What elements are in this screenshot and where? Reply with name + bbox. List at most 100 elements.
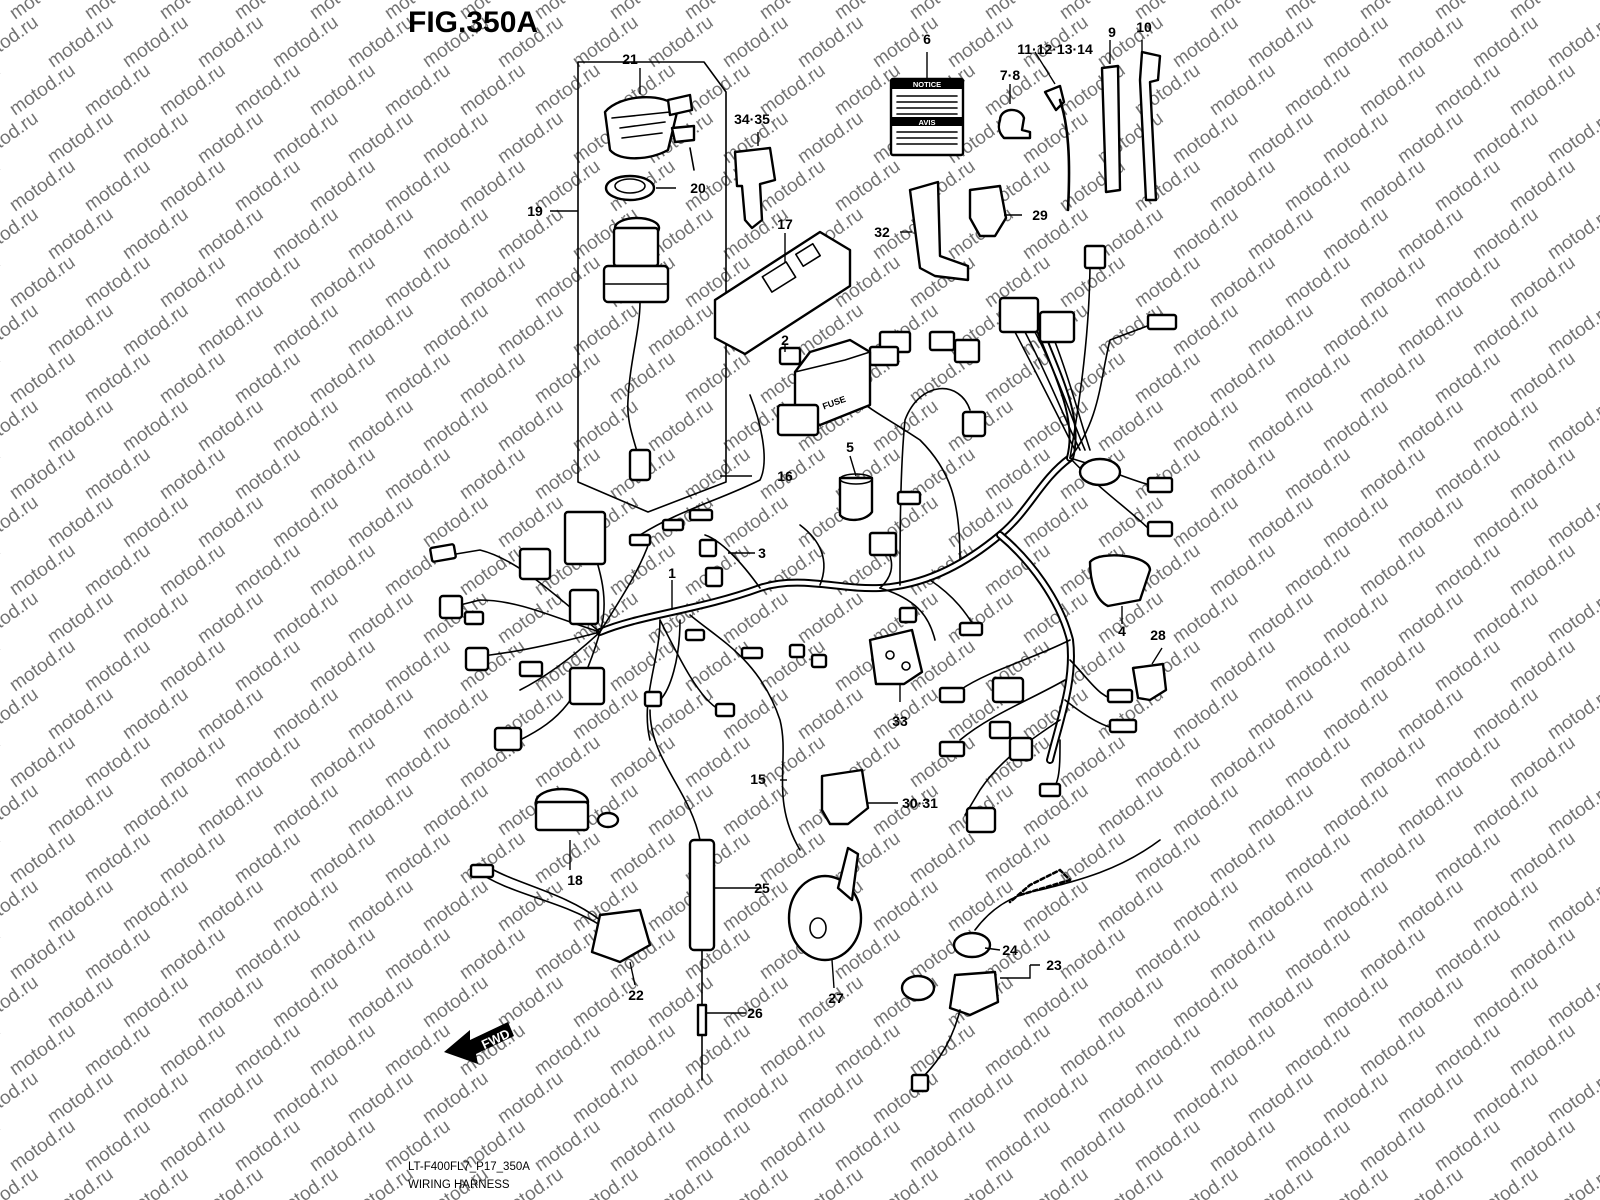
watermark-text: motod.ru <box>119 588 192 648</box>
watermark-text: motod.ru <box>1131 444 1204 504</box>
watermark-text: motod.ru <box>494 108 567 168</box>
watermark-text: motod.ru <box>1356 732 1429 792</box>
watermark-text: motod.ru <box>1281 828 1354 888</box>
callout-c24: 24 <box>1002 942 1018 958</box>
watermark-text: motod.ru <box>456 348 529 408</box>
callout-c10: 10 <box>1136 19 1152 35</box>
watermark-text: motod.ru <box>344 588 417 648</box>
callout-c3: 3 <box>758 545 766 561</box>
watermark-text: motod.ru <box>1356 924 1429 984</box>
watermark-text: motod.ru <box>1544 684 1600 744</box>
watermark-text: motod.ru <box>1356 828 1429 888</box>
watermark-text: motod.ru <box>6 636 79 696</box>
callout-c17: 17 <box>777 216 793 232</box>
watermark-text: motod.ru <box>81 924 154 984</box>
watermark-text: motod.ru <box>44 108 117 168</box>
watermark-text: motod.ru <box>1319 108 1392 168</box>
watermark-text: motod.ru <box>81 732 154 792</box>
watermark-text: motod.ru <box>719 1068 792 1128</box>
watermark-text: motod.ru <box>269 204 342 264</box>
watermark-text: motod.ru <box>756 732 829 792</box>
callout-c7-8: 7·8 <box>1000 67 1020 83</box>
notice-label: NOTICE <box>913 80 941 89</box>
watermark-text: motod.ru <box>231 732 304 792</box>
watermark-text: motod.ru <box>1356 252 1429 312</box>
watermark-text: motod.ru <box>794 588 867 648</box>
watermark-text: motod.ru <box>81 156 154 216</box>
watermark-text: motod.ru <box>794 12 867 72</box>
watermark-text: motod.ru <box>1169 300 1242 360</box>
watermark-text: motod.ru <box>81 348 154 408</box>
watermark-text: motod.ru <box>794 684 867 744</box>
watermark-text: motod.ru <box>6 60 79 120</box>
watermark-text: motod.ru <box>1431 636 1504 696</box>
watermark-text: motod.ru <box>1281 60 1354 120</box>
watermark-text: motod.ru <box>231 636 304 696</box>
watermark-text: motod.ru <box>1244 396 1317 456</box>
watermark-text: motod.ru <box>794 1068 867 1128</box>
watermark-text: motod.ru <box>1356 60 1429 120</box>
watermark-text: motod.ru <box>756 1020 829 1080</box>
watermark-text: motod.ru <box>0 828 4 888</box>
watermark-text: motod.ru <box>1319 12 1392 72</box>
watermark-text: motod.ru <box>119 1164 192 1200</box>
watermark-text: motod.ru <box>119 972 192 1032</box>
watermark-text: motod.ru <box>0 780 42 840</box>
watermark-text: motod.ru <box>1319 780 1392 840</box>
watermark-text: motod.ru <box>381 1020 454 1080</box>
callout-c22: 22 <box>628 987 644 1003</box>
watermark-text: motod.ru <box>381 156 454 216</box>
watermark-text: motod.ru <box>119 492 192 552</box>
bracket-32 <box>908 180 970 282</box>
watermark-text: motod.ru <box>944 588 1017 648</box>
ignition-switch-assembly <box>577 61 727 513</box>
watermark-text: motod.ru <box>269 780 342 840</box>
watermark-text: motod.ru <box>194 204 267 264</box>
callout-c2: 2 <box>781 332 789 348</box>
watermark-text: motod.ru <box>231 60 304 120</box>
callout-c30-31: 30·31 <box>902 795 938 811</box>
watermark-text: motod.ru <box>1394 972 1467 1032</box>
watermark-text: motod.ru <box>1394 780 1467 840</box>
watermark-text: motod.ru <box>1394 684 1467 744</box>
watermark-text: motod.ru <box>119 300 192 360</box>
watermark-text: motod.ru <box>1506 828 1579 888</box>
watermark-text: motod.ru <box>531 60 604 120</box>
relay-30-31 <box>820 768 870 826</box>
watermark-text: motod.ru <box>44 12 117 72</box>
watermark-text: motod.ru <box>194 108 267 168</box>
watermark-text: motod.ru <box>794 108 867 168</box>
watermark-text: motod.ru <box>1206 444 1279 504</box>
watermark-text: motod.ru <box>0 492 42 552</box>
watermark-text: motod.ru <box>1394 492 1467 552</box>
watermark-text: motod.ru <box>606 348 679 408</box>
watermark-text: motod.ru <box>681 348 754 408</box>
watermark-text: motod.ru <box>531 348 604 408</box>
watermark-text: motod.ru <box>1431 444 1504 504</box>
watermark-text: motod.ru <box>1131 924 1204 984</box>
callout-c18: 18 <box>567 872 583 888</box>
watermark-text: motod.ru <box>44 396 117 456</box>
watermark-text: motod.ru <box>944 876 1017 936</box>
watermark-text: motod.ru <box>1469 1164 1542 1200</box>
watermark-text: motod.ru <box>231 540 304 600</box>
watermark-text: motod.ru <box>269 1164 342 1200</box>
horn <box>787 846 863 962</box>
watermark-text: motod.ru <box>419 876 492 936</box>
watermark-text: motod.ru <box>306 1116 379 1176</box>
watermark-text: motod.ru <box>1131 1020 1204 1080</box>
watermark-text: motod.ru <box>306 348 379 408</box>
watermark-text: motod.ru <box>0 876 42 936</box>
watermark-text: motod.ru <box>1506 732 1579 792</box>
watermark-text: motod.ru <box>1281 540 1354 600</box>
watermark-text: motod.ru <box>194 492 267 552</box>
watermark-text: motod.ru <box>1244 876 1317 936</box>
watermark-text: motod.ru <box>6 1116 79 1176</box>
watermark-text: motod.ru <box>344 12 417 72</box>
watermark-text: motod.ru <box>344 1068 417 1128</box>
watermark-text: motod.ru <box>306 444 379 504</box>
watermark-text: motod.ru <box>1319 588 1392 648</box>
watermark-text: motod.ru <box>1281 636 1354 696</box>
watermark-text: motod.ru <box>569 300 642 360</box>
